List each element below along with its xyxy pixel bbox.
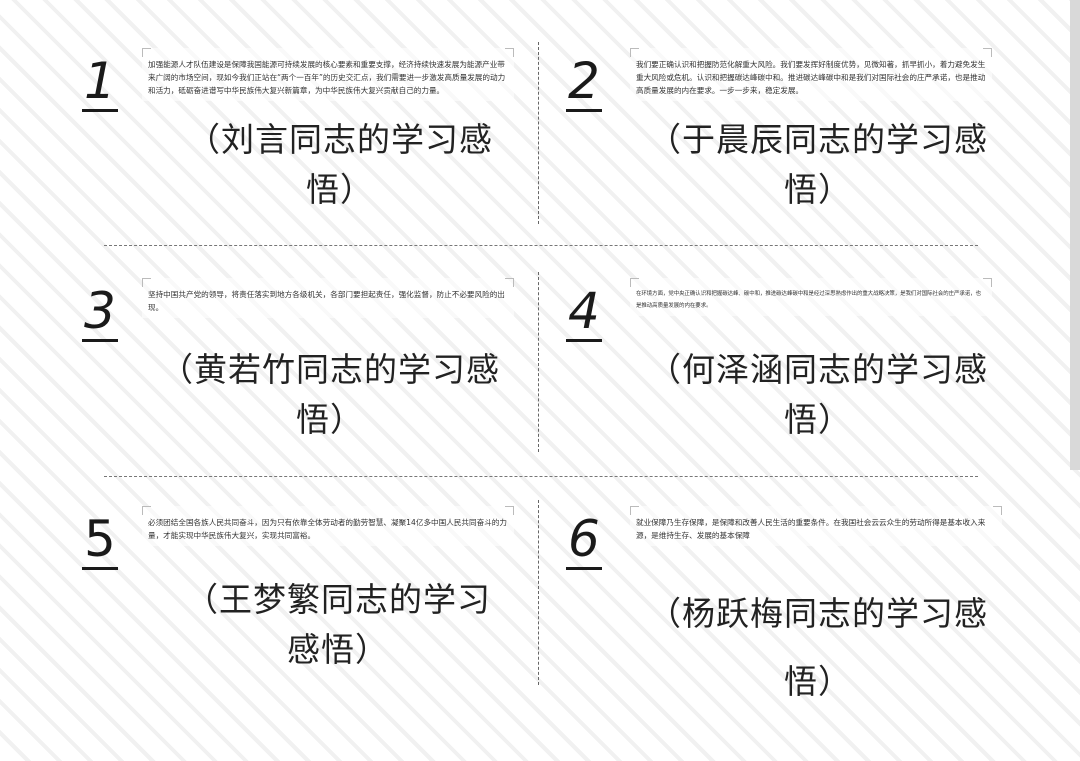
card-excerpt: 在环境方面，党中央正确认识和把握碳达峰、碳中和，推进碳达峰碳中和是经过深思熟虑作… (630, 278, 992, 316)
card-5-title: （王梦繁同志的学习 感悟） (138, 575, 538, 675)
card-excerpt: 我们要正确认识和把握防范化解重大风险。我们要发挥好制度优势，见微知著，抓早抓小，… (630, 48, 992, 101)
excerpt-text: 必须团结全国各族人民共同奋斗，因为只有依靠全体劳动者的勤劳智慧、凝聚14亿多中国… (148, 518, 507, 540)
horizontal-divider (104, 476, 978, 477)
vertical-divider (538, 42, 539, 224)
card-1-title: （刘言同志的学习感 悟） (140, 115, 540, 215)
card-number: 5 (82, 510, 118, 570)
card-excerpt: 必须团结全国各族人民共同奋斗，因为只有依靠全体劳动者的勤劳智慧、凝聚14亿多中国… (142, 506, 514, 546)
card-6: 6 就业保障乃生存保障，是保障和改善人民生活的重要条件。在我国社会云云众生的劳动… (566, 506, 1002, 706)
card-3-title: （黄若竹同志的学习感 悟） (130, 345, 530, 445)
vertical-divider (538, 272, 539, 452)
card-6-title: （杨跃梅同志的学习感 悟） (618, 580, 1018, 716)
excerpt-text: 我们要正确认识和把握防范化解重大风险。我们要发挥好制度优势，见微知著，抓早抓小，… (636, 60, 986, 95)
horizontal-divider (104, 245, 978, 246)
card-3: 3 坚持中国共产党的领导，将责任落实到地方各级机关，各部门要担起责任，强化监督，… (82, 278, 514, 478)
title-line: （刘言同志的学习感 (187, 120, 493, 159)
excerpt-text: 就业保障乃生存保障，是保障和改善人民生活的重要条件。在我国社会云云众生的劳动所得… (636, 518, 986, 540)
card-2: 2 我们要正确认识和把握防范化解重大风险。我们要发挥好制度优势，见微知著，抓早抓… (566, 48, 992, 248)
card-5: 5 必须团结全国各族人民共同奋斗，因为只有依靠全体劳动者的勤劳智慧、凝聚14亿多… (82, 506, 514, 706)
excerpt-text: 在环境方面，党中央正确认识和把握碳达峰、碳中和，推进碳达峰碳中和是经过深思熟虑作… (636, 291, 982, 309)
title-line: （黄若竹同志的学习感 (160, 350, 500, 389)
excerpt-text: 加强能源人才队伍建设是保障我国能源可持续发展的核心要素和重要支撑，经济持续快速发… (148, 60, 506, 95)
title-line: （杨跃梅同志的学习感 (648, 594, 988, 633)
card-number: 1 (82, 52, 118, 112)
title-line: 悟） (784, 170, 852, 209)
card-excerpt: 坚持中国共产党的领导，将责任落实到地方各级机关，各部门要担起责任，强化监督，防止… (142, 278, 514, 318)
title-line: 感悟） (287, 630, 389, 669)
title-line: （王梦繁同志的学习 (185, 580, 491, 619)
card-number: 2 (566, 52, 602, 112)
card-2-title: （于晨辰同志的学习感 悟） (618, 115, 1018, 215)
card-number: 3 (82, 282, 118, 342)
title-line: 悟） (784, 662, 852, 701)
card-4: 4 在环境方面，党中央正确认识和把握碳达峰、碳中和，推进碳达峰碳中和是经过深思熟… (566, 278, 992, 478)
card-excerpt: 加强能源人才队伍建设是保障我国能源可持续发展的核心要素和重要支撑，经济持续快速发… (142, 48, 514, 101)
card-number: 4 (566, 282, 602, 342)
card-number: 6 (566, 510, 602, 570)
title-line: 悟） (306, 170, 374, 209)
excerpt-text: 坚持中国共产党的领导，将责任落实到地方各级机关，各部门要担起责任，强化监督，防止… (148, 290, 505, 312)
title-line: （何泽涵同志的学习感 (648, 350, 988, 389)
card-excerpt: 就业保障乃生存保障，是保障和改善人民生活的重要条件。在我国社会云云众生的劳动所得… (630, 506, 1002, 546)
scrollbar[interactable] (1070, 0, 1080, 470)
title-line: 悟） (784, 400, 852, 439)
title-line: （于晨辰同志的学习感 (648, 120, 988, 159)
vertical-divider (538, 500, 539, 685)
card-1: 1 加强能源人才队伍建设是保障我国能源可持续发展的核心要素和重要支撑，经济持续快… (82, 48, 514, 248)
title-line: 悟） (296, 400, 364, 439)
card-4-title: （何泽涵同志的学习感 悟） (618, 345, 1018, 445)
